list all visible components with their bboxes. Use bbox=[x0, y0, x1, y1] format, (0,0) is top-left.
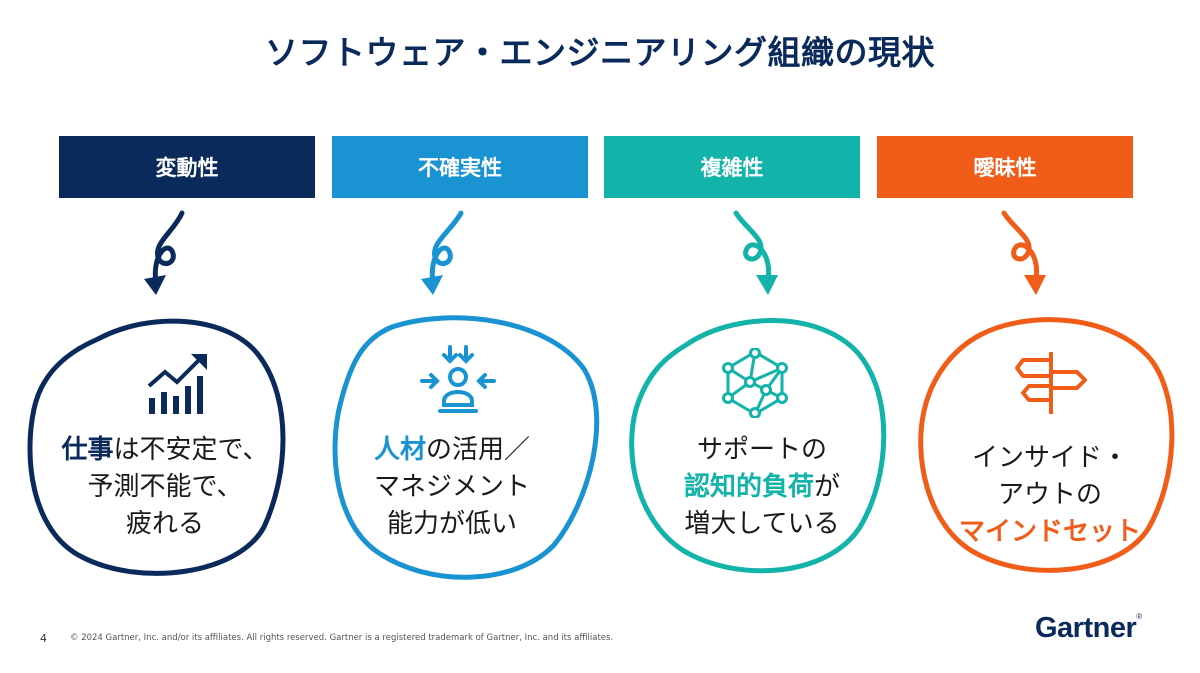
card-line: 予測不能で、 bbox=[35, 469, 295, 506]
card-text-complexity: サポートの 認知的負荷が 増大している bbox=[632, 432, 892, 543]
body-text: の活用／ bbox=[426, 435, 531, 465]
card-outline-volatility bbox=[27, 318, 286, 576]
body-text: 増大している bbox=[684, 509, 840, 539]
highlight-text: 人材 bbox=[373, 435, 426, 465]
card-line: 認知的負荷が bbox=[632, 469, 892, 506]
highlight-text: マインドセット bbox=[958, 517, 1141, 547]
highlight-text: 仕事 bbox=[61, 435, 114, 465]
copyright-notice: © 2024 Gartner, Inc. and/or its affiliat… bbox=[70, 633, 614, 643]
signpost-icon bbox=[1015, 352, 1087, 414]
highlight-text: 認知的負荷 bbox=[683, 472, 814, 502]
body-text: 疲れる bbox=[125, 509, 204, 539]
gartner-logo: Gartner® bbox=[1035, 612, 1142, 645]
card-outline-ambiguity bbox=[918, 317, 1175, 573]
curly-arrow-icon bbox=[733, 210, 778, 295]
card-line: 仕事は不安定で、 bbox=[35, 432, 295, 469]
body-text: アウトの bbox=[997, 480, 1102, 510]
growth-chart-icon bbox=[147, 354, 207, 414]
card-line: マネジメント bbox=[322, 469, 582, 506]
card-outline-complexity bbox=[629, 318, 887, 574]
logo-text: Gartner bbox=[1035, 612, 1137, 644]
body-text: マネジメント bbox=[373, 472, 530, 502]
banner-uncertainty: 不確実性 bbox=[332, 136, 588, 198]
body-text: は不安定で、 bbox=[113, 435, 269, 465]
card-line: 疲れる bbox=[35, 506, 295, 543]
card-line: サポートの bbox=[632, 432, 892, 469]
card-line: 増大している bbox=[632, 506, 892, 543]
card-text-volatility: 仕事は不安定で、 予測不能で、 疲れる bbox=[35, 432, 295, 543]
registered-mark: ® bbox=[1136, 612, 1142, 621]
curly-arrow-icon bbox=[421, 210, 464, 295]
card-text-uncertainty: 人材の活用／ マネジメント 能力が低い bbox=[322, 432, 582, 543]
card-line: マインドセット bbox=[920, 514, 1180, 551]
slide-title: ソフトウェア・エンジニアリング組織の現状 bbox=[265, 33, 935, 72]
network-nodes-icon bbox=[722, 348, 788, 418]
body-text: インサイド・ bbox=[971, 443, 1128, 473]
curly-arrow-icon bbox=[144, 210, 185, 295]
card-line: アウトの bbox=[920, 477, 1180, 514]
card-text-ambiguity: インサイド・ アウトの マインドセット bbox=[920, 440, 1180, 551]
page-number: 4 bbox=[40, 632, 47, 645]
body-text: 能力が低い bbox=[386, 509, 517, 539]
body-text: が bbox=[814, 472, 841, 502]
person-pressure-icon bbox=[420, 345, 496, 413]
card-line: インサイド・ bbox=[920, 440, 1180, 477]
body-text: サポートの bbox=[696, 435, 827, 465]
body-text: 予測不能で、 bbox=[87, 472, 243, 502]
banner-complexity: 複雑性 bbox=[604, 136, 860, 198]
curly-arrow-icon bbox=[1001, 210, 1046, 295]
card-outline-uncertainty bbox=[332, 315, 600, 580]
banner-volatility: 変動性 bbox=[59, 136, 315, 198]
banner-ambiguity: 曖昧性 bbox=[877, 136, 1133, 198]
card-line: 人材の活用／ bbox=[322, 432, 582, 469]
card-line: 能力が低い bbox=[322, 506, 582, 543]
